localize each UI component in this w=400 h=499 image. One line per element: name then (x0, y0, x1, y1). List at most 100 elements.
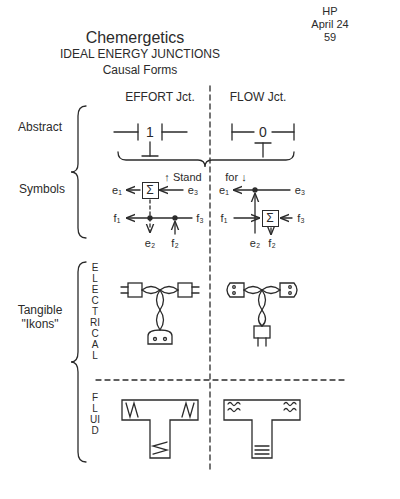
fluid-flow-tee (255, 445, 269, 446)
sketch-label: e₁ (217, 184, 231, 197)
curly-brace (118, 152, 294, 167)
electrical-effort-icon (178, 283, 192, 297)
flow-block-diagram (254, 194, 255, 233)
sketch-label: f₁ (219, 212, 230, 225)
curly-brace (71, 106, 294, 462)
effort-block-diagram (174, 222, 175, 234)
sketch-label: e₃ (186, 184, 201, 197)
fluid-flow-tee (255, 453, 269, 454)
effort-junction-symbol (162, 131, 187, 132)
page-title: Chemergetics (86, 29, 185, 47)
electrical-flow-icon (259, 290, 266, 326)
sketch-label: f₂ (266, 237, 277, 250)
sketch-label: HP (322, 5, 337, 18)
effort-block-diagram (127, 189, 140, 190)
fluid-flow-tee (224, 400, 300, 458)
flow-block-diagram (234, 190, 292, 234)
sketch-art (71, 86, 345, 470)
sketch-label: April 24 (311, 18, 348, 31)
electrical-flow-icon (233, 286, 236, 289)
fluid-flow-tee (228, 403, 240, 412)
electrical-effort-icon (128, 283, 142, 297)
electrical-flow-icon (289, 286, 292, 289)
effort-block-diagram (127, 217, 192, 218)
flow-block-diagram (281, 217, 292, 218)
electrical-effort-icon (148, 330, 172, 344)
sketch-label: f₃ (194, 212, 206, 225)
electrical-flow-icon (289, 292, 292, 295)
sketch-label: e₃ (293, 184, 308, 197)
electrical-flow-icon (265, 338, 266, 346)
sketch-label: 0 (257, 124, 269, 140)
sketch-label: for ↓ (223, 171, 248, 184)
sketch-label: f₃ (295, 212, 307, 225)
flow-junction-symbol (232, 124, 294, 157)
divider-line (96, 379, 345, 380)
fluid-effort-tee (122, 400, 198, 458)
fluid-effort-tee (153, 442, 167, 454)
divider-line (209, 86, 210, 470)
electrical-flow-icon (254, 326, 270, 338)
junction-dot (253, 188, 257, 192)
electrical-effort-icon (157, 290, 164, 330)
sketch-label: IDEAL ENERGY JUNCTIONS (60, 48, 220, 62)
electrical-effort-icon (157, 290, 164, 330)
box-text: Σ (146, 184, 153, 196)
summing-box: Σ (262, 210, 279, 227)
fluid-flow-tee (224, 400, 300, 458)
fluid-effort-tee (126, 403, 138, 417)
curly-brace (71, 262, 86, 462)
flow-junction-symbol (293, 124, 294, 140)
electrical-flow-icon (233, 292, 236, 295)
flow-block-diagram (270, 228, 271, 234)
effort-junction-symbol (114, 124, 187, 156)
sketch-label: f₂ (169, 237, 180, 250)
electrical-effort-icon (121, 292, 128, 293)
sketch-label: e₂ (143, 237, 157, 250)
curly-brace (71, 106, 86, 238)
electrical-effort-icon (121, 286, 128, 287)
electrical-flow-icon (227, 283, 297, 346)
sketch-label: 59 (324, 31, 336, 44)
sketch-label: ↑ Stand (162, 171, 203, 184)
summing-box: Σ (142, 182, 159, 199)
electrical-effort-icon (192, 292, 199, 293)
flow-block-diagram (234, 217, 259, 218)
divider-line (96, 86, 345, 470)
sketch-label: FLOW Jct. (228, 91, 289, 105)
flow-junction-symbol (272, 131, 294, 132)
electrical-flow-icon (227, 283, 244, 297)
electrical-flow-icon (259, 290, 266, 326)
fluid-effort-tee (122, 400, 198, 458)
flow-junction-symbol (262, 143, 263, 157)
effort-junction-symbol (142, 155, 158, 156)
effort-block-diagram (127, 190, 192, 234)
electrical-effort-icon (154, 338, 157, 341)
effort-junction-symbol (137, 124, 138, 140)
fluid-flow-tee (284, 403, 296, 412)
flow-junction-symbol (255, 142, 271, 143)
junction-dot (173, 216, 177, 220)
fluid-effort-tee (182, 403, 194, 417)
sketch-label: e₂ (248, 237, 262, 250)
sketch-label: 1 (144, 124, 156, 140)
sketch-label: Causal Forms (103, 64, 178, 78)
electrical-effort-icon (164, 338, 167, 341)
fluid-flow-tee (255, 449, 269, 450)
vertical-label: FLUID (90, 392, 100, 436)
sketch-label: e₁ (110, 184, 124, 197)
sketch-label: Tangible "Ikons" (9, 304, 71, 332)
junction-dot (148, 216, 152, 220)
sketch-label: Symbols (19, 183, 65, 197)
electrical-flow-icon (257, 338, 258, 346)
electrical-effort-icon (121, 283, 199, 344)
effort-block-diagram (160, 189, 183, 190)
sketch-label: f₁ (112, 212, 123, 225)
sketch-label: Abstract (18, 121, 62, 135)
flow-junction-symbol (232, 131, 254, 132)
box-text: Σ (266, 212, 273, 224)
effort-junction-symbol (149, 142, 150, 156)
